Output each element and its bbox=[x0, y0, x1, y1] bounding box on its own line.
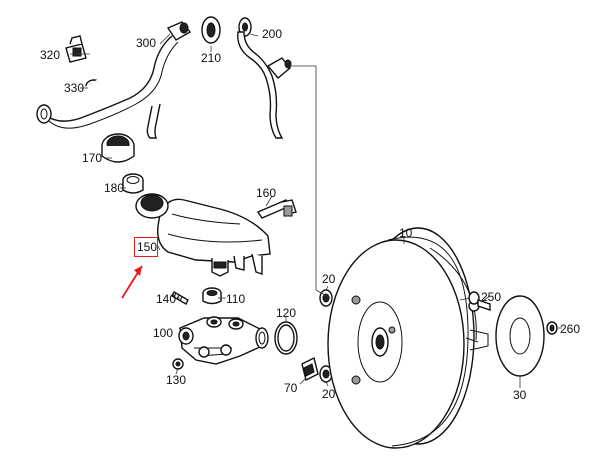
callout-130: 130 bbox=[166, 373, 187, 387]
nut-260-part bbox=[546, 321, 558, 335]
master-cylinder-part bbox=[178, 316, 269, 365]
callout-180: 180 bbox=[104, 181, 125, 195]
leader-lines bbox=[70, 33, 562, 388]
fluid-reservoir-part bbox=[135, 193, 271, 277]
grommet-lower-part bbox=[319, 365, 333, 383]
callout-160: 160 bbox=[256, 186, 277, 200]
vacuum-sensor-part bbox=[301, 356, 319, 382]
grommet-part bbox=[201, 16, 221, 44]
callout-330: 330 bbox=[64, 81, 85, 95]
callout-320: 320 bbox=[40, 48, 61, 62]
callout-200: 200 bbox=[262, 27, 283, 41]
o-ring-part bbox=[274, 321, 298, 355]
connector-block-part bbox=[65, 35, 87, 63]
callout-140: 140 bbox=[156, 292, 177, 306]
brake-booster-part bbox=[327, 227, 489, 449]
callout-210: 210 bbox=[201, 51, 222, 65]
seal-part bbox=[202, 287, 222, 305]
highlight-arrow bbox=[121, 265, 143, 299]
pipe-part bbox=[237, 17, 292, 139]
callout-260: 260 bbox=[560, 322, 581, 336]
callout-250: 250 bbox=[481, 290, 502, 304]
nut-part bbox=[172, 358, 184, 370]
grommet-upper-part bbox=[319, 289, 333, 307]
seal-ring-part bbox=[122, 173, 144, 194]
callout-150-highlight-box bbox=[134, 237, 158, 257]
callout-20-upper: 20 bbox=[322, 272, 336, 286]
callout-30: 30 bbox=[513, 388, 527, 402]
callout-70: 70 bbox=[284, 381, 298, 395]
callout-20-lower: 20 bbox=[322, 387, 336, 401]
callout-10: 10 bbox=[399, 226, 413, 240]
callout-150: 150 bbox=[137, 240, 158, 254]
callout-120: 120 bbox=[276, 306, 297, 320]
callout-300: 300 bbox=[136, 36, 157, 50]
level-sensor-part bbox=[256, 199, 297, 219]
gasket-part bbox=[495, 295, 545, 377]
callout-110: 110 bbox=[226, 292, 246, 306]
callout-100: 100 bbox=[153, 326, 174, 340]
fluid-hose-part bbox=[36, 21, 192, 139]
callout-170: 170 bbox=[82, 151, 103, 165]
